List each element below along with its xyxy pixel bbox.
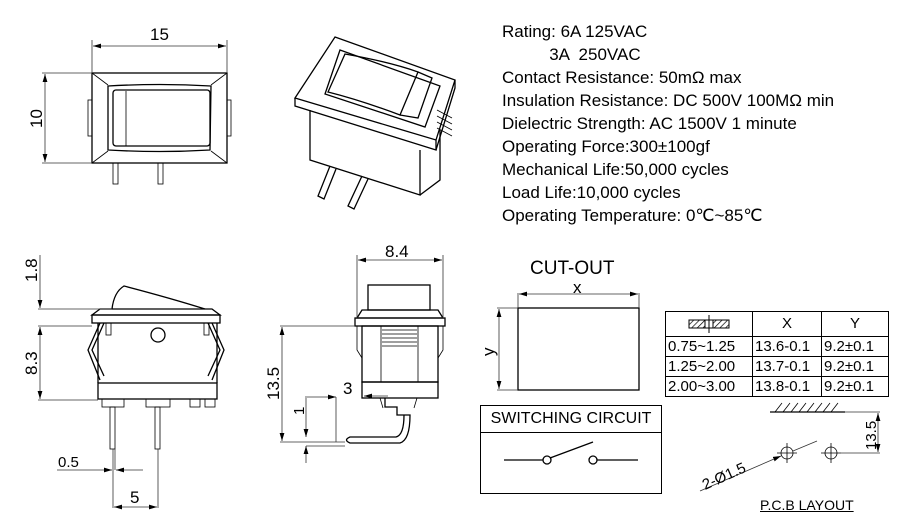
switching-circuit-title: SWITCHING CIRCUIT bbox=[481, 406, 661, 433]
cutout-table: X Y 0.75~1.25 13.6-0.1 9.2±0.1 1.25~2.00… bbox=[665, 311, 889, 397]
specifications-list: Rating: 6A 125VAC 3A 250VAC Contact Resi… bbox=[502, 20, 834, 227]
pcb-hole-dim: 2-Ø1.5 bbox=[700, 459, 749, 493]
cutout-drawing: x y bbox=[479, 278, 640, 391]
dim-pin-offset: 3 bbox=[343, 379, 352, 398]
table-row: 2.00~3.00 13.8-0.1 9.2±0.1 bbox=[665, 376, 889, 397]
dim-width: 15 bbox=[150, 25, 169, 44]
spec-mechanical-life: Mechanical Life:50,000 cycles bbox=[502, 160, 729, 179]
spec-load-life: Load Life:10,000 cycles bbox=[502, 183, 681, 202]
spec-operating-temperature: Operating Temperature: 0℃~85℃ bbox=[502, 206, 763, 225]
switching-circuit-box: SWITCHING CIRCUIT bbox=[480, 405, 662, 494]
pcb-offset-dim: 13.5 bbox=[863, 421, 880, 450]
cutout-title: CUT-OUT bbox=[530, 258, 615, 279]
spec-insulation-resistance: Insulation Resistance: DC 500V 100MΩ min bbox=[502, 91, 835, 110]
spec-dielectric-strength: Dielectric Strength: AC 1500V 1 minute bbox=[502, 114, 797, 133]
col-x: X bbox=[752, 311, 822, 337]
side-view: 1.8 8.3 0.5 5 bbox=[22, 255, 225, 510]
cutout-y-label: y bbox=[479, 347, 498, 356]
pcb-layout-title: P.C.B LAYOUT bbox=[760, 497, 854, 513]
switch-symbol bbox=[504, 441, 638, 465]
front-view: 15 10 bbox=[27, 25, 232, 185]
cell-y: 9.2±0.1 bbox=[821, 356, 889, 377]
cell-thickness: 0.75~1.25 bbox=[665, 336, 753, 357]
table-row: 1.25~2.00 13.7-0.1 9.2±0.1 bbox=[665, 356, 889, 377]
pcb-layout-drawing: 13.5 2-Ø1.5 bbox=[700, 402, 881, 494]
dim-pin-pitch: 5 bbox=[130, 488, 139, 507]
dim-end-width: 8.4 bbox=[385, 242, 409, 261]
cell-x: 13.6-0.1 bbox=[752, 336, 822, 357]
dim-pin-thickness: 0.5 bbox=[58, 454, 79, 471]
table-header-row: X Y bbox=[665, 311, 889, 337]
cell-x: 13.7-0.1 bbox=[752, 356, 822, 377]
cell-thickness: 1.25~2.00 bbox=[665, 356, 753, 377]
spec-rating-alt: 3A 250VAC bbox=[502, 45, 641, 64]
dim-pin-bend: 1 bbox=[291, 407, 308, 415]
panel-thickness-icon bbox=[665, 311, 753, 337]
col-y: Y bbox=[821, 311, 889, 337]
cell-y: 9.2±0.1 bbox=[821, 376, 889, 397]
dim-height: 10 bbox=[27, 109, 46, 128]
spec-rating: Rating: 6A 125VAC bbox=[502, 22, 648, 41]
cell-y: 9.2±0.1 bbox=[821, 336, 889, 357]
cell-x: 13.8-0.1 bbox=[752, 376, 822, 397]
dim-end-height: 13.5 bbox=[264, 367, 283, 400]
isometric-view bbox=[293, 36, 456, 210]
dim-body: 8.3 bbox=[22, 351, 41, 375]
table-row: 0.75~1.25 13.6-0.1 9.2±0.1 bbox=[665, 336, 889, 357]
dim-rocker: 1.8 bbox=[22, 258, 41, 282]
cutout-x-label: x bbox=[573, 278, 582, 297]
end-view: 8.4 13.5 3 1 bbox=[264, 242, 446, 463]
cell-thickness: 2.00~3.00 bbox=[665, 376, 753, 397]
spec-contact-resistance: Contact Resistance: 50mΩ max bbox=[502, 68, 742, 87]
spec-operating-force: Operating Force:300±100gf bbox=[502, 137, 710, 156]
